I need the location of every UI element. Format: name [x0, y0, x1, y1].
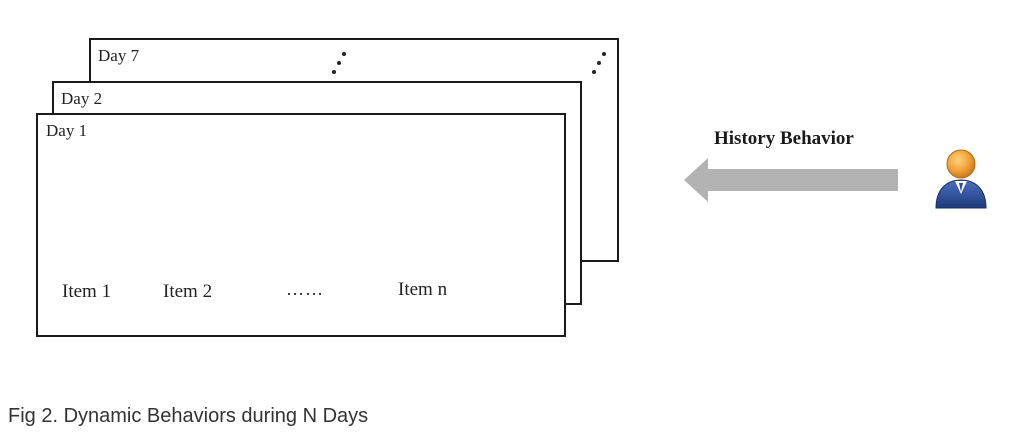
day-2-label: Day 2: [61, 89, 103, 108]
left-arrow-icon: [684, 158, 898, 202]
day-1-card: Day 1 Item 1 Item 2 …… Item n: [36, 113, 566, 337]
figure-caption: Fig 2. Dynamic Behaviors during N Days: [8, 405, 369, 427]
item-ellipsis: ……: [286, 279, 324, 299]
item-label: Item 2: [163, 281, 213, 302]
item-label: Item 1: [62, 281, 112, 302]
item-label: Item n: [398, 279, 448, 300]
diagonal-ellipsis-icon: [592, 52, 606, 74]
user-icon: [935, 149, 987, 209]
diagonal-ellipsis-icon: [332, 52, 346, 74]
day-1-label: Day 1: [46, 121, 88, 140]
day-7-label: Day 7: [98, 46, 140, 65]
history-behavior-label: History Behavior: [714, 128, 854, 149]
